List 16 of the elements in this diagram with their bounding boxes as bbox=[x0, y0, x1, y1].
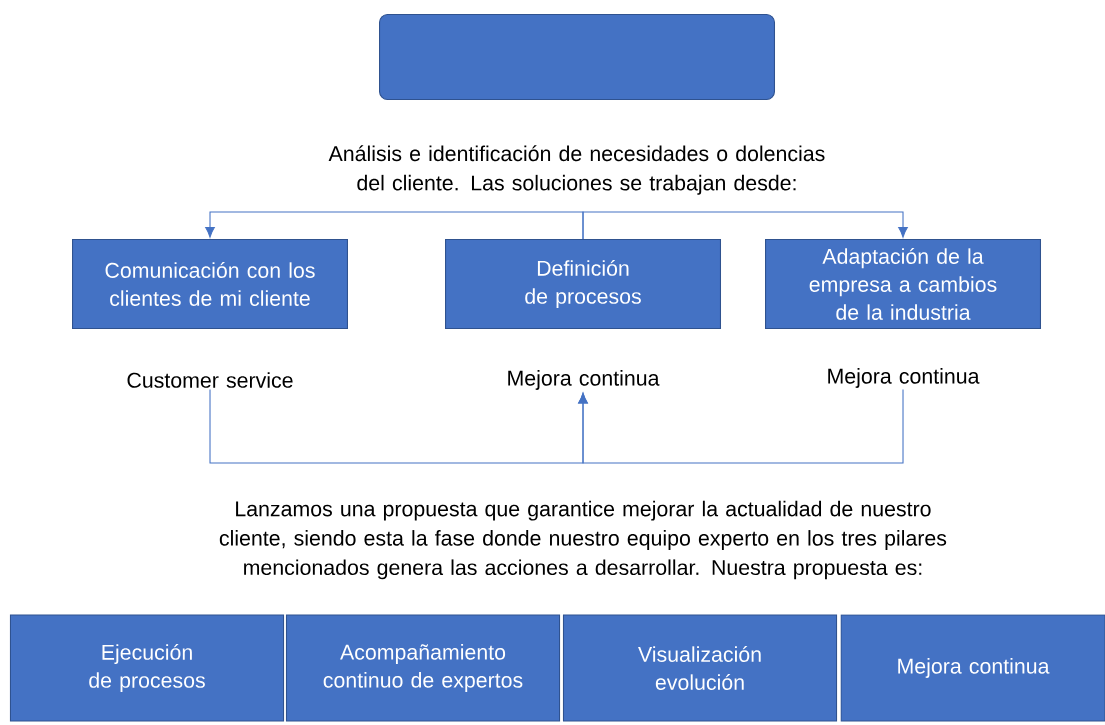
outcome-text: Mejora continua bbox=[508, 370, 660, 390]
process-box: Acompañamiento continuo de expertos bbox=[285, 614, 561, 722]
connector-arrow bbox=[205, 211, 584, 240]
process-box: Mejora continua bbox=[840, 614, 1105, 722]
process-box: Adaptación de la empresa a cambios de la industria bbox=[765, 238, 1041, 330]
title-box bbox=[379, 13, 775, 101]
outcome-text: Mejora continua bbox=[828, 368, 980, 388]
description-text: Análisis e identificación de necesidades o dolencias del cliente. Las soluciones se trabajan desde: bbox=[328, 145, 825, 195]
connector-arrow bbox=[582, 211, 908, 240]
description-text: Lanzamos una propuesta que garantice mejorar la actualidad de nuestro cliente, siendo esta la fase donde nuestro equipo experto en los tres pilares mencionados genera las acciones a desarrollar. Nuestra propuesta es: bbox=[219, 500, 947, 580]
process-box: Visualización evolución bbox=[562, 614, 838, 722]
connector-arrow bbox=[578, 389, 904, 464]
process-box: Comunicación con los clientes de mi cliente bbox=[72, 238, 348, 330]
process-box: Definición de procesos bbox=[445, 238, 721, 330]
outcome-text: Customer service bbox=[127, 372, 293, 388]
process-box: Ejecución de procesos bbox=[9, 614, 285, 722]
